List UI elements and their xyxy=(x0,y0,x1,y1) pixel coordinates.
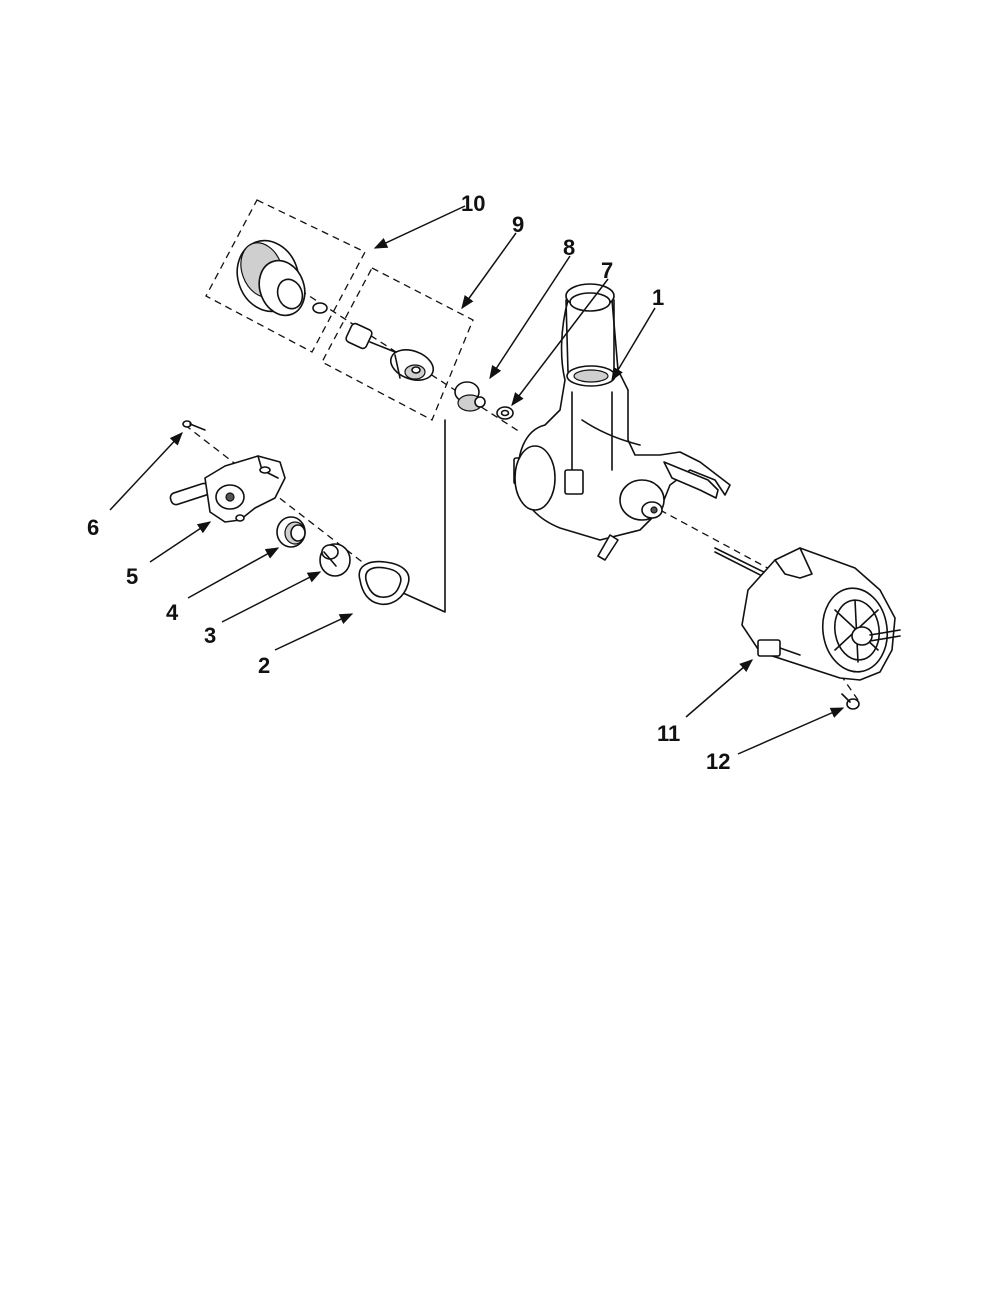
callout-7: 7 xyxy=(601,258,613,283)
callout-3: 3 xyxy=(204,623,216,648)
callout-6: 6 xyxy=(87,515,99,540)
callout-5: 5 xyxy=(126,564,138,589)
callout-10: 10 xyxy=(461,191,485,216)
pump-housing-part-1 xyxy=(513,283,731,561)
screw-part-12 xyxy=(841,693,860,710)
kit-box-9 xyxy=(321,267,474,421)
screw-part-6 xyxy=(182,420,206,431)
callout-2: 2 xyxy=(258,653,270,678)
seal-part-10 xyxy=(236,239,328,317)
callout-1: 1 xyxy=(652,285,664,310)
motor-part-11 xyxy=(714,547,901,681)
impeller-part-9 xyxy=(345,322,435,381)
leader-arrows xyxy=(109,205,845,755)
bearing-part-8 xyxy=(454,381,486,412)
washer-part-7 xyxy=(496,406,514,420)
cover-part-5 xyxy=(169,455,286,523)
ring-seal-part-4 xyxy=(276,516,306,548)
callout-labels: 10 9 8 7 1 6 5 4 3 2 11 12 xyxy=(87,191,730,774)
callout-8: 8 xyxy=(563,235,575,260)
callout-9: 9 xyxy=(512,212,524,237)
callout-12: 12 xyxy=(706,749,730,774)
callout-4: 4 xyxy=(166,600,179,625)
kit-box-10 xyxy=(205,199,366,353)
callout-11: 11 xyxy=(657,721,680,746)
gasket-part-2 xyxy=(358,560,410,606)
valve-part-3 xyxy=(319,543,351,577)
